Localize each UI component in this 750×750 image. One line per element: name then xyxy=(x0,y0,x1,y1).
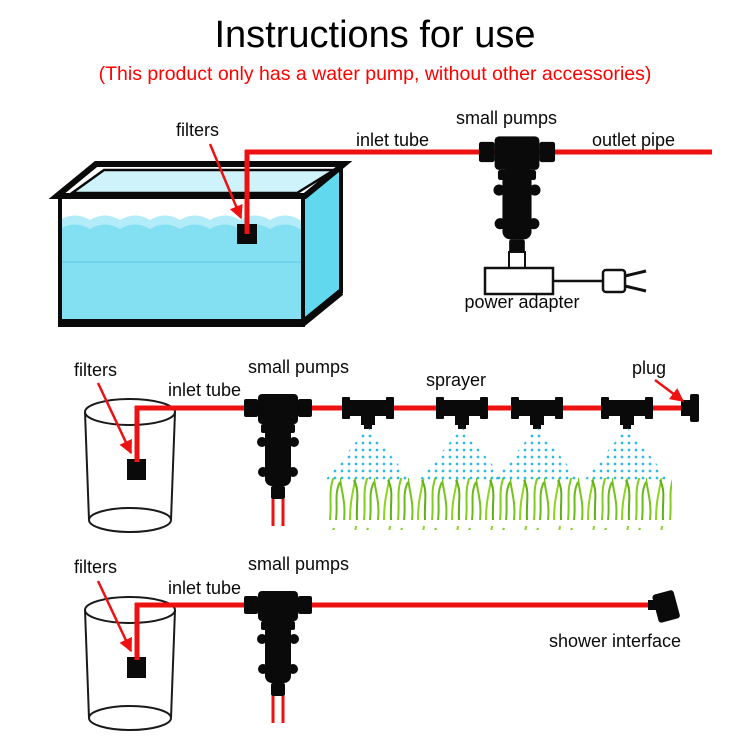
label-sprayer: sprayer xyxy=(426,370,487,390)
label-shower-interface: shower interface xyxy=(548,631,682,651)
label-aquarium-small-pumps: small pumps xyxy=(456,108,558,128)
label-sprinkler-inlet-tube: inlet tube xyxy=(168,380,242,400)
label-aquarium-outlet-pipe: outlet pipe xyxy=(592,130,676,150)
label-shower-filters: filters xyxy=(74,557,118,577)
tank-bottom-side-edge xyxy=(300,289,344,326)
label-sprinkler-small-pumps: small pumps xyxy=(248,357,350,377)
grass xyxy=(328,478,672,530)
filters-arrow-top xyxy=(208,143,243,220)
label-power-adapter: power adapter xyxy=(464,292,580,312)
shower-interface-connector xyxy=(648,590,680,623)
aquarium-tank xyxy=(48,161,353,328)
small-pump-top xyxy=(478,136,556,254)
label-shower-small-pumps: small pumps xyxy=(248,554,350,574)
filter-box-bottom xyxy=(127,657,146,678)
label-aquarium-inlet-tube: inlet tube xyxy=(356,130,430,150)
filters-arrow-middle xyxy=(96,382,133,455)
tank-water xyxy=(60,224,303,321)
adapter-box xyxy=(483,266,555,296)
pipes-bottom xyxy=(134,602,652,660)
pump-wires-middle xyxy=(271,499,285,526)
tank-side-water xyxy=(303,166,341,323)
plug-prong-2 xyxy=(624,284,647,293)
pump-wires-bottom xyxy=(271,696,285,723)
tank-rim-inner xyxy=(68,168,339,195)
filter-box-middle xyxy=(127,459,146,480)
power-adapter xyxy=(483,251,647,296)
label-shower-inlet-tube: inlet tube xyxy=(168,578,242,598)
filters-arrow-bottom xyxy=(96,580,133,653)
small-pump-middle xyxy=(244,394,312,499)
tank-opening-water xyxy=(72,170,334,193)
label-sprinkler-filters: filters xyxy=(74,360,118,380)
page-subtitle: (This product only has a water pump, wit… xyxy=(98,63,652,85)
end-plug xyxy=(681,394,699,422)
plug-prong-1 xyxy=(624,269,647,278)
pipes-middle xyxy=(134,405,688,462)
small-pump-bottom xyxy=(244,591,312,696)
tank-rim-outer xyxy=(48,161,353,199)
plug-body-icon xyxy=(601,268,627,294)
plug-arrow xyxy=(654,379,685,402)
label-plug: plug xyxy=(632,358,667,378)
label-aquarium-filters: filters xyxy=(176,120,220,140)
pipes-top xyxy=(244,149,712,234)
page-title: Instructions for use xyxy=(214,14,536,56)
